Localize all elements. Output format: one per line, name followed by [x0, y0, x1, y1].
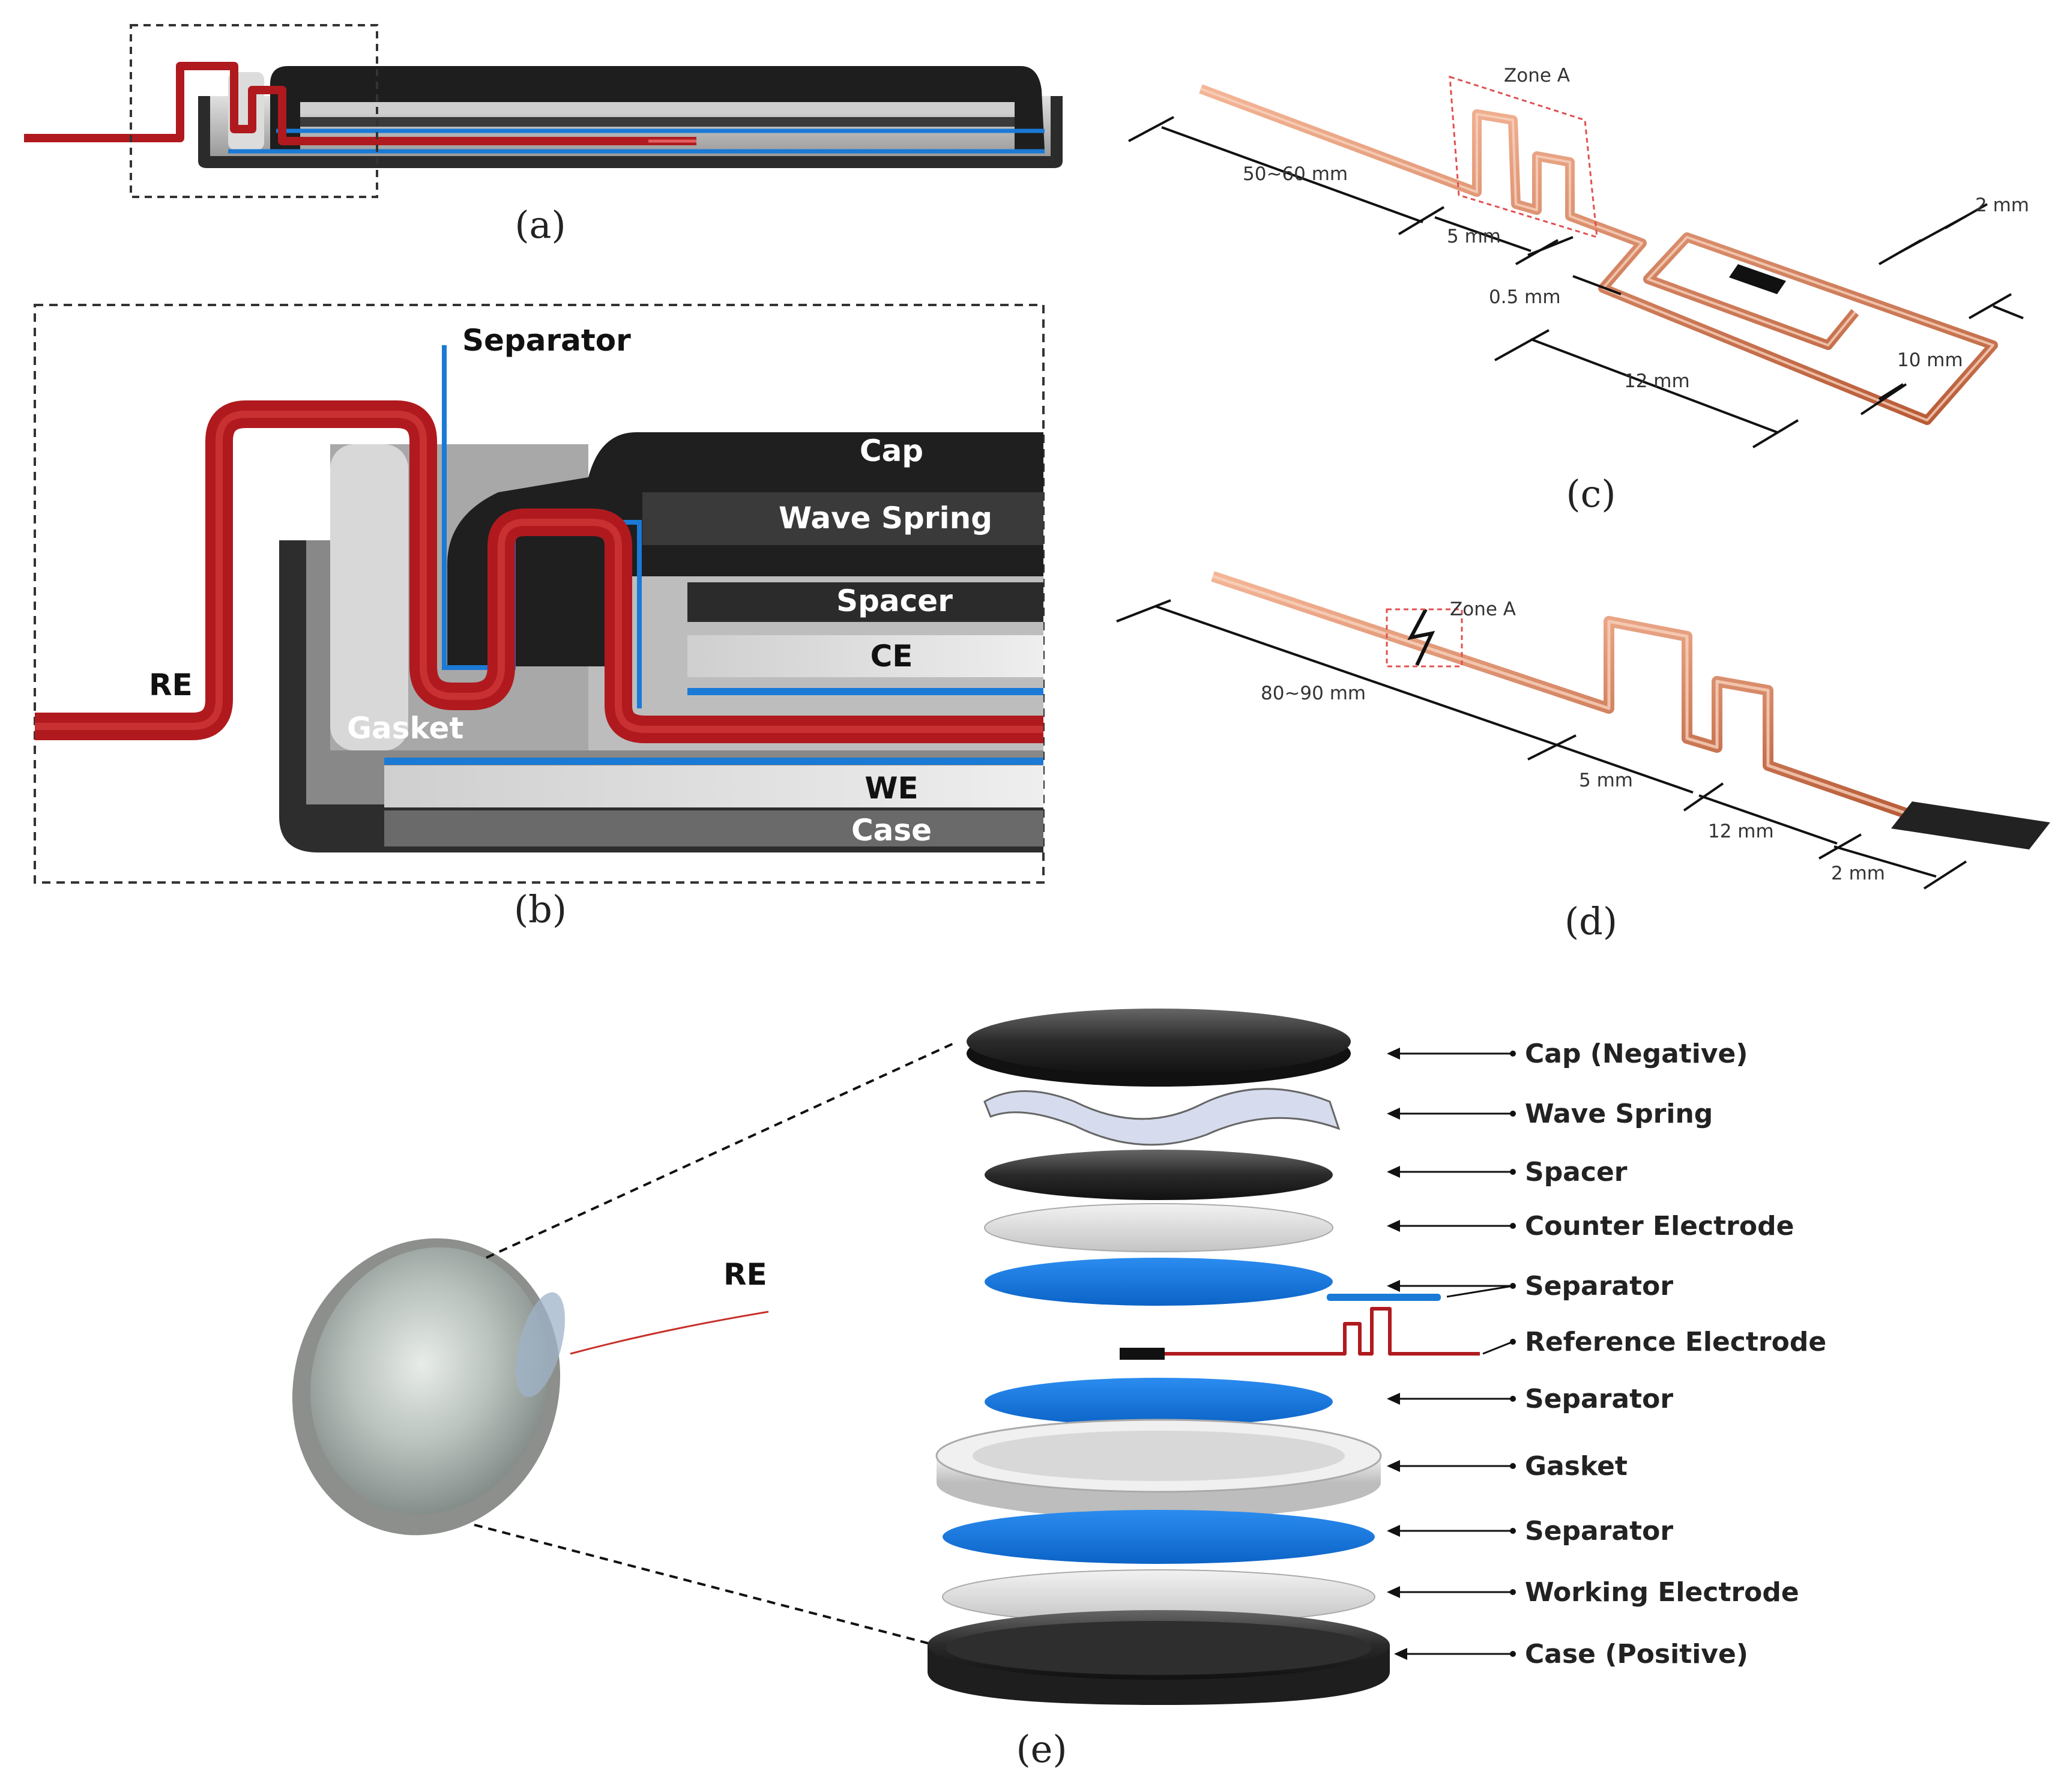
e-separator-strip [1327, 1294, 1441, 1301]
e-label-gasket: Gasket [1525, 1451, 1628, 1482]
panel-a: (a) [24, 24, 1063, 247]
e-zoom-line-bottom [474, 1524, 958, 1652]
c-dim-5: 10 mm [1897, 349, 1963, 371]
a-spacer [300, 117, 1015, 127]
b-case-band [384, 810, 1043, 846]
caption-b: (b) [514, 887, 567, 931]
d-dim-1: 80~90 mm [1261, 683, 1366, 704]
b-wave-spring [642, 492, 1043, 545]
c-dim-6: 2 mm [1975, 195, 2029, 216]
b-label-gasket: Gasket [347, 711, 463, 746]
b-ce [687, 635, 1043, 677]
e-label-counter-electrode: Counter Electrode [1525, 1211, 1794, 1241]
e-label-separator-2: Separator [1525, 1384, 1673, 1414]
caption-c: (c) [1566, 472, 1616, 516]
e-zoom-line-top [486, 1040, 958, 1259]
e-cell-tape [515, 1292, 566, 1398]
d-break-icon [1407, 608, 1435, 666]
panel-b: Separator Cap Wave Spring Spacer CE RE G… [34, 304, 1045, 931]
c-dim-1: 50~60 mm [1243, 163, 1348, 185]
e-label-working-electrode: Working Electrode [1525, 1577, 1799, 1608]
d-electrode-tab [1891, 801, 2050, 849]
a-zoom-box [130, 24, 378, 198]
c-zone-label: Zone A [1504, 65, 1570, 86]
e-re-label: RE [723, 1257, 767, 1292]
c-electrode-tab [1729, 264, 1786, 294]
e-separator-pointers [1405, 1285, 1513, 1355]
c-dim-4: 12 mm [1624, 370, 1690, 392]
caption-e: (e) [1016, 1727, 1067, 1771]
e-ref-pointer-dot [1510, 1339, 1516, 1345]
d-zone-box [1386, 608, 1463, 668]
b-we [384, 765, 1043, 807]
e-wave-spring [983, 1088, 1341, 1146]
b-label-re: RE [149, 668, 193, 702]
e-label-reference-electrode: Reference Electrode [1525, 1327, 1826, 1357]
c-dimension-lines [1128, 116, 2024, 448]
e-label-wave-spring: Wave Spring [1525, 1099, 1713, 1129]
e-separator-2 [985, 1378, 1333, 1426]
a-cap [270, 66, 1045, 150]
b-label-wave-spring: Wave Spring [779, 501, 992, 535]
e-ref-wire [1165, 1307, 1480, 1356]
e-separator-1 [985, 1258, 1333, 1306]
e-label-cap: Cap (Negative) [1525, 1039, 1748, 1069]
panel-e: RE [292, 1009, 1826, 1771]
panel-c: Zone A 50~60 mm 5 mm 0.5 mm 12 mm 10 mm … [1128, 65, 2029, 516]
d-dim-4: 2 mm [1831, 863, 1885, 884]
d-copper-highlight [1212, 575, 1916, 818]
e-label-case: Case (Positive) [1525, 1639, 1748, 1670]
b-label-cap: Cap [860, 433, 923, 468]
c-dim-3: 0.5 mm [1489, 286, 1561, 308]
b-gasket-highlight [330, 444, 408, 750]
e-ref-tab [1120, 1348, 1165, 1360]
d-dim-2: 5 mm [1579, 770, 1633, 791]
d-zone-label: Zone A [1450, 599, 1516, 620]
panel-d: Zone A 80~90 mm 5 mm 12 mm 2 mm (d) [1116, 571, 2050, 943]
e-label-separator-3: Separator [1525, 1516, 1673, 1546]
e-cap [967, 1009, 1351, 1075]
e-label-separator-1: Separator [1525, 1271, 1673, 1302]
b-label-case: Case [851, 813, 932, 848]
caption-a: (a) [514, 203, 566, 247]
e-cell-face [310, 1247, 549, 1515]
a-spring [300, 102, 1015, 114]
b-label-separator: Separator [462, 323, 631, 358]
c-zone-box [1449, 75, 1598, 239]
b-label-spacer: Spacer [836, 584, 953, 618]
e-counter-electrode [984, 1203, 1333, 1252]
e-separator-3 [943, 1510, 1375, 1564]
caption-d: (d) [1565, 899, 1617, 943]
d-dim-3: 12 mm [1708, 821, 1774, 842]
e-spacer [985, 1150, 1333, 1200]
b-label-we: WE [865, 771, 918, 806]
c-dim-2: 5 mm [1447, 226, 1501, 247]
c-copper-wire [1199, 84, 1998, 425]
d-dimension-lines [1116, 599, 1967, 890]
b-label-ce: CE [871, 639, 913, 674]
e-gasket-hole [973, 1431, 1345, 1481]
b-re-wire-highlight [35, 411, 1043, 733]
c-copper-highlight [1200, 88, 1994, 421]
e-case-inner [946, 1621, 1372, 1675]
b-cap [447, 432, 1043, 666]
a-re-wire [24, 62, 696, 145]
b-spacer [687, 582, 1043, 622]
e-label-spacer: Spacer [1525, 1157, 1628, 1187]
e-cell-wire [570, 1311, 769, 1355]
e-arrowheads [1387, 1048, 1516, 1660]
